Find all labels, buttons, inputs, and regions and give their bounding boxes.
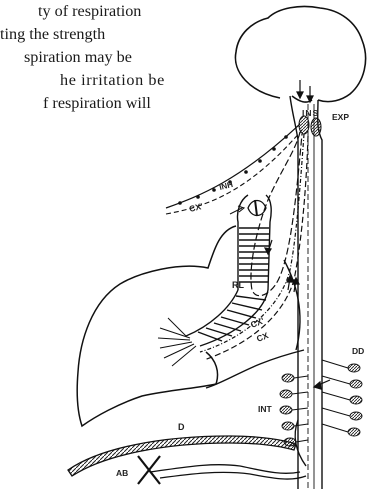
bronchial-branches (158, 318, 196, 366)
label-dd: DD (352, 346, 364, 356)
intercostal-nerve-lines-left (292, 376, 308, 442)
label-ab: AB (116, 468, 128, 478)
respiratory-centers (299, 116, 321, 136)
body-outline-lower (284, 260, 306, 466)
dd-nerve-lines-right (322, 360, 350, 432)
larynx (248, 200, 266, 216)
medulla-arrows (297, 80, 313, 102)
label-inh: INH (218, 180, 234, 192)
label-ins: INS (302, 108, 319, 118)
label-cx-prime-top: CX' (188, 201, 204, 214)
label-d: D (178, 422, 185, 432)
label-rl: RL (232, 280, 244, 290)
dd-muscles-right (348, 364, 362, 436)
inh-nerve-path (166, 124, 300, 208)
abdominal-nerve (138, 456, 306, 484)
label-exp: EXP (332, 112, 349, 122)
label-int: INT (258, 404, 273, 414)
trachea-rings (239, 228, 269, 282)
lung-outline (77, 226, 236, 426)
